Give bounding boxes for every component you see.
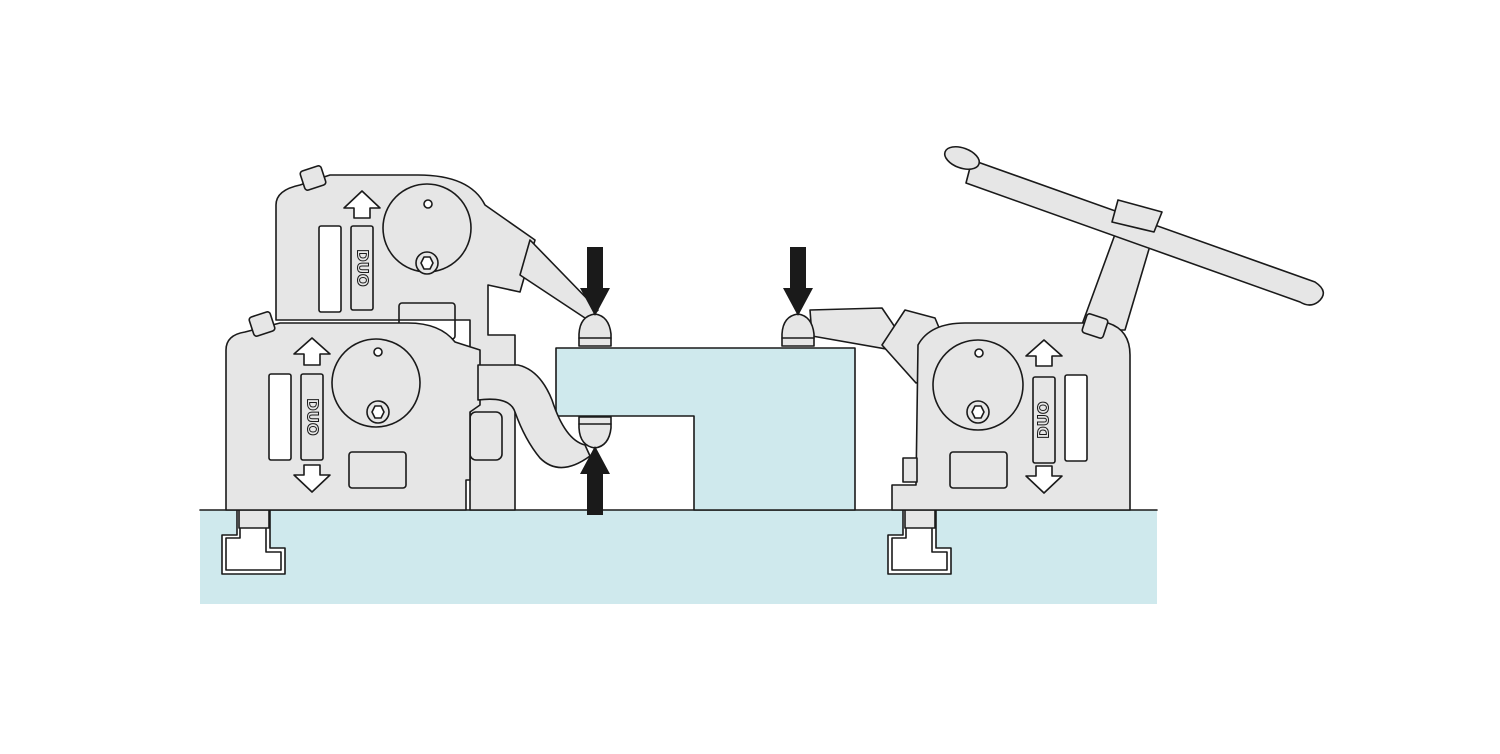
clamp-bottom-left-dial (331, 338, 421, 428)
adjust-knob-icon (299, 165, 327, 191)
clamp-bottom-left-dial-dot (373, 347, 383, 357)
adjust-knob-icon (1081, 313, 1109, 339)
hex-bolt-icon (966, 400, 990, 424)
force-arrow-down-icon (580, 247, 610, 316)
hex-bolt-icon (415, 251, 439, 275)
adjust-knob-icon (248, 311, 276, 337)
arrow-down-icon (293, 464, 331, 493)
clamp-right-dial (932, 339, 1024, 431)
clamp-right-lever-collar (1111, 199, 1163, 233)
clamp-right-side-pad (902, 457, 918, 483)
contact-pad-bottom-left (578, 416, 612, 449)
clamp-top-left-logo: DUO (354, 249, 372, 286)
machine-table (199, 509, 1158, 604)
force-arrow-up-icon (580, 446, 610, 515)
clamp-bottom-left-arm (477, 364, 591, 469)
clamp-top-left-logo-frame (350, 225, 374, 311)
arrow-up-icon (343, 190, 381, 219)
clamp-top-left-dial-dot (423, 199, 433, 209)
hex-bolt-icon (366, 400, 390, 424)
clamp-right-dial-dot (974, 348, 984, 358)
clamp-right-window (949, 451, 1008, 489)
clamp-top-left-label-plate (318, 225, 342, 313)
clamp-right-lever-handle (965, 159, 1325, 306)
clamp-top-left-arm (519, 239, 599, 321)
lever-knob-icon (943, 145, 981, 171)
clamp-bottom-left: DUO (225, 311, 591, 511)
clamp-right: DUO (809, 145, 1325, 511)
clamp-bottom-left-logo: DUO (304, 398, 322, 435)
clamp-right-label-plate (1064, 374, 1088, 462)
t-slot-left (221, 509, 286, 575)
force-arrow-down-icon (783, 247, 813, 316)
clamp-right-logo-frame (1032, 376, 1056, 464)
clamp-right-logo: DUO (1035, 401, 1053, 438)
contact-pad-right (781, 313, 815, 347)
clamp-bottom-left-window (348, 451, 407, 489)
arrow-up-icon (293, 337, 331, 366)
arrow-up-icon (1025, 339, 1063, 367)
contact-pad-top-left (578, 313, 612, 347)
machine-table-body (200, 510, 1157, 604)
arrow-down-icon (1025, 465, 1063, 494)
clamp-bottom-left-label-plate (268, 373, 292, 461)
clamp-bottom-left-logo-frame (300, 373, 324, 461)
